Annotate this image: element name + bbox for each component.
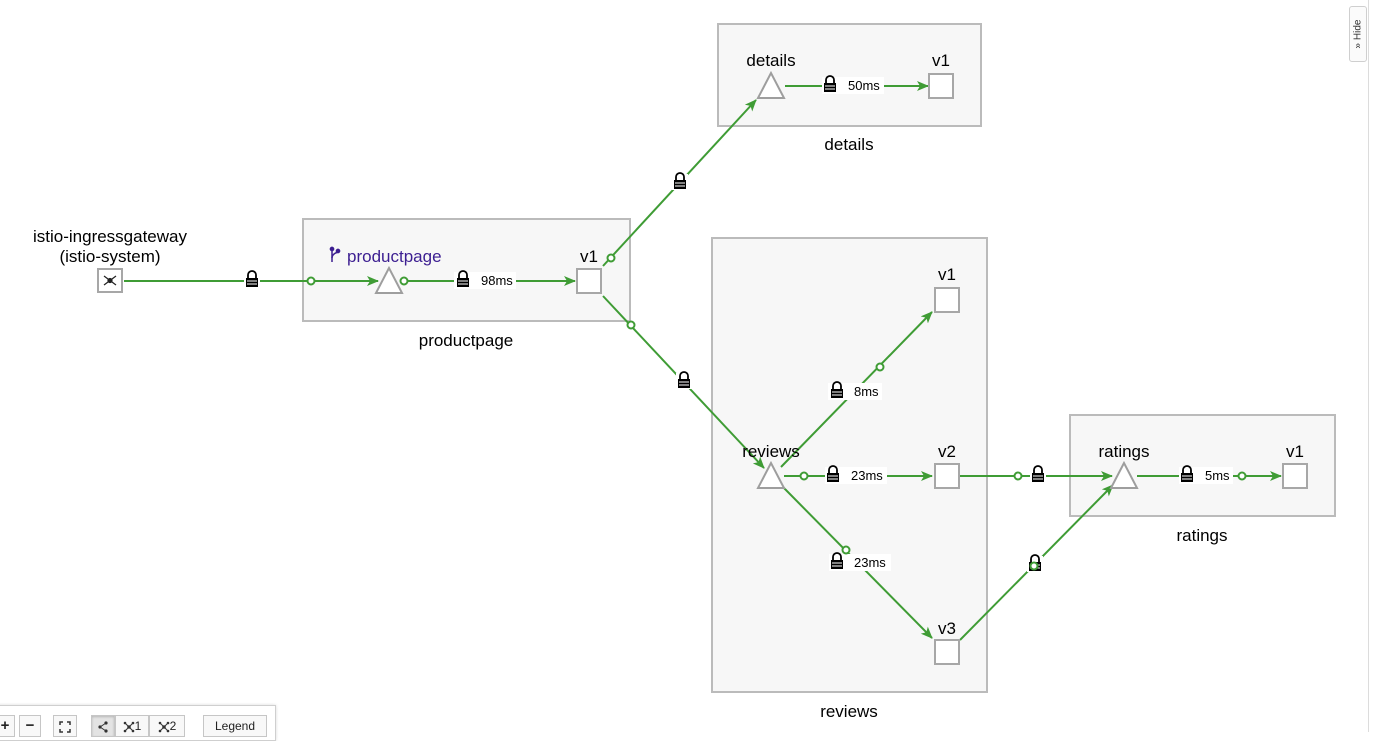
reviews-v3-node[interactable]: [934, 639, 960, 665]
edge-latency-reviews-v2: 23ms: [851, 468, 883, 483]
layout-2-label: 2: [169, 719, 177, 733]
reviews-service-label: reviews: [742, 442, 800, 461]
details-version-label: v1: [932, 51, 950, 70]
layout-1-icon: [123, 721, 134, 733]
zoom-out-icon: −: [25, 717, 35, 734]
zoom-in-button[interactable]: +: [0, 715, 15, 737]
productpage-service-label: productpage: [347, 247, 442, 266]
fit-icon: [59, 721, 71, 733]
zoom-out-button[interactable]: −: [19, 715, 41, 737]
ratings-version-label: v1: [1286, 442, 1304, 461]
layout-2-icon: [158, 721, 169, 733]
edges: [124, 81, 1282, 641]
reviews-service-node[interactable]: [756, 460, 786, 489]
fit-to-screen-button[interactable]: [53, 715, 77, 737]
legend-button[interactable]: Legend: [203, 715, 267, 737]
details-service-node[interactable]: [756, 70, 786, 99]
ratings-service-label: ratings: [1098, 442, 1149, 461]
gateway-icon: [103, 275, 117, 286]
graph-toolbar: + − 1 2 Legend: [0, 705, 276, 741]
edge-latency-details: 50ms: [848, 78, 880, 93]
edge-latency-reviews-v1: 8ms: [854, 384, 879, 399]
layout-default-icon: [98, 721, 108, 733]
legend-label: Legend: [214, 719, 256, 733]
zoom-in-icon: +: [0, 717, 10, 734]
virtual-service-icon: [329, 246, 341, 262]
edge-latency-reviews-v3: 23ms: [854, 555, 886, 570]
reviews-v2-node[interactable]: [934, 463, 960, 489]
details-service-label: details: [746, 51, 795, 70]
layout-default-button[interactable]: [91, 715, 115, 737]
reviews-box-label: reviews: [820, 702, 878, 721]
layout-1-label: 1: [134, 719, 142, 733]
ingress-name: istio-ingressgateway: [33, 227, 188, 246]
reviews-v2-label: v2: [938, 442, 956, 461]
reviews-v3-label: v3: [938, 619, 956, 638]
productpage-v1-node[interactable]: [576, 268, 602, 294]
layout-2-button[interactable]: 2: [149, 715, 185, 737]
details-v1-node[interactable]: [928, 73, 954, 99]
edge-labels: 98ms 50ms 8ms 23ms 23ms 5ms: [244, 75, 1233, 572]
ratings-box-label: ratings: [1176, 526, 1227, 545]
ingress-namespace: (istio-system): [59, 247, 160, 266]
ratings-v1-node[interactable]: [1282, 463, 1308, 489]
layout-1-button[interactable]: 1: [115, 715, 149, 737]
productpage-service-node[interactable]: [374, 265, 404, 294]
ingress-node[interactable]: [97, 268, 123, 293]
edge-latency-productpage: 98ms: [481, 273, 513, 288]
reviews-v1-label: v1: [938, 265, 956, 284]
hide-side-panel-button[interactable]: » Hide: [1349, 6, 1367, 62]
edge-dots: [306, 253, 1247, 571]
ratings-service-node[interactable]: [1109, 460, 1139, 489]
productpage-version-label: v1: [580, 247, 598, 266]
details-box-label: details: [824, 135, 873, 154]
side-panel-edge: [1368, 0, 1374, 732]
productpage-box[interactable]: [302, 218, 631, 322]
edge-latency-ratings: 5ms: [1205, 468, 1230, 483]
reviews-v1-node[interactable]: [934, 287, 960, 313]
hide-label: » Hide: [1352, 19, 1364, 49]
productpage-box-label: productpage: [419, 331, 514, 350]
